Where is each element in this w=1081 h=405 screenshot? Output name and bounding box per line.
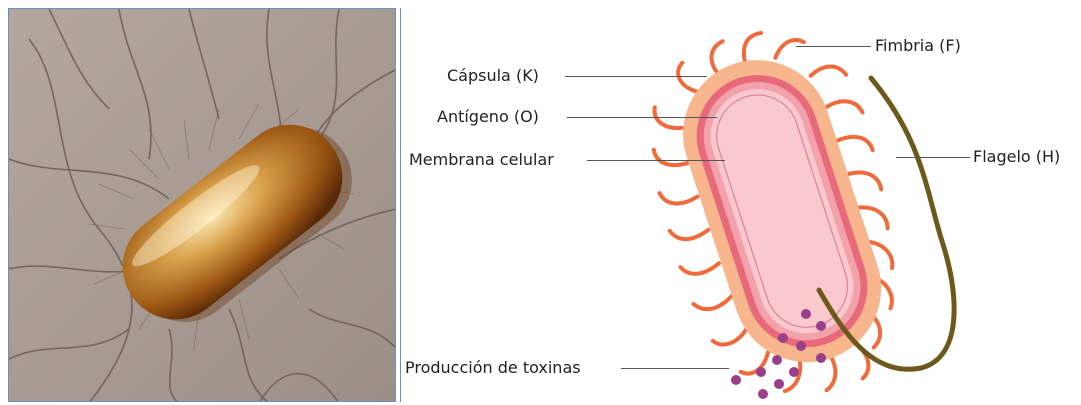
leader-membrana xyxy=(587,160,725,161)
leader-flagelo xyxy=(896,157,970,158)
label-membrana: Membrana celular xyxy=(409,150,554,170)
label-fimbria: Fimbria (F) xyxy=(875,36,961,56)
label-capsula: Cápsula (K) xyxy=(447,66,539,86)
diagram-panel: Fimbria (F) Cápsula (K) Antígeno (O) Mem… xyxy=(400,8,1080,402)
label-toxinas: Producción de toxinas xyxy=(405,358,581,378)
leader-antigeno xyxy=(567,117,717,118)
leader-toxinas xyxy=(621,368,729,369)
micrograph-image xyxy=(9,9,396,402)
label-antigeno: Antígeno (O) xyxy=(437,107,539,127)
label-flagelo: Flagelo (H) xyxy=(973,147,1060,167)
micrograph-panel xyxy=(8,8,396,402)
leader-fimbria xyxy=(796,46,871,47)
leader-capsula xyxy=(565,76,707,77)
